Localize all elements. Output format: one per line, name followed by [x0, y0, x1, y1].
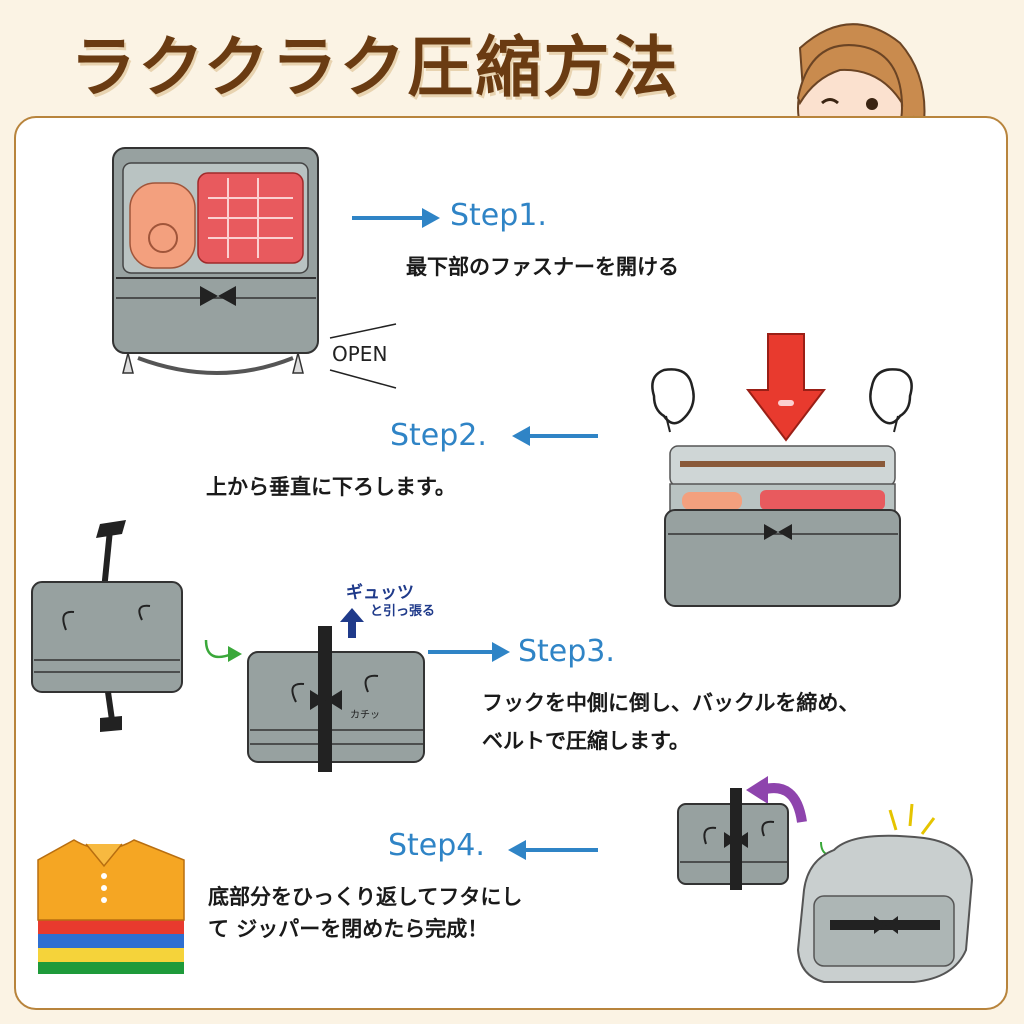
click-label: カチッ: [350, 710, 380, 721]
step1-label: Step1.: [450, 198, 547, 233]
step4-caption-line1: 底部分をひっくり返してフタにし: [208, 884, 523, 909]
pull-label: と引っ張る: [370, 604, 436, 619]
up-arrow-icon: [340, 608, 364, 638]
open-mark: [329, 323, 397, 389]
step3-open-hooks-illustration: [31, 520, 183, 732]
step1-bag-illustration: [112, 147, 319, 375]
step3-caption-line2: ベルトで圧縮します。: [482, 728, 690, 753]
step2-caption: 上から垂直に下ろします。: [206, 474, 456, 499]
folded-shirts-illustration: [37, 839, 185, 974]
glove-hand-icon: [869, 368, 913, 433]
step3-caption-line1: フックを中側に倒し、バックルを締め、: [482, 690, 860, 715]
gyutsu-label: ギュッツ: [346, 583, 414, 603]
finished-bag-illustration: [796, 803, 974, 983]
open-label: OPEN: [332, 342, 388, 366]
step4-flip-bag-illustration: [677, 776, 807, 890]
step3-buckled-bag-illustration: [247, 626, 425, 772]
step4-caption-line2: て ジッパーを閉めたら完成！: [208, 916, 489, 941]
right-arrow-icon: [352, 208, 440, 228]
curved-arrow-icon: [204, 639, 242, 662]
glove-hand-icon: [651, 368, 695, 433]
step1-caption: 最下部のファスナーを開ける: [406, 254, 679, 279]
step4-label: Step4.: [388, 828, 485, 863]
step2-label: Step2.: [390, 418, 487, 453]
page-title: ラククラク圧縮方法: [70, 28, 680, 106]
step2-bag-illustration: [664, 445, 901, 607]
right-arrow-icon: [428, 642, 510, 662]
left-arrow-icon: [512, 426, 598, 446]
down-arrow-icon: [745, 333, 827, 442]
step3-label: Step3.: [518, 634, 615, 669]
left-arrow-icon: [508, 840, 598, 860]
